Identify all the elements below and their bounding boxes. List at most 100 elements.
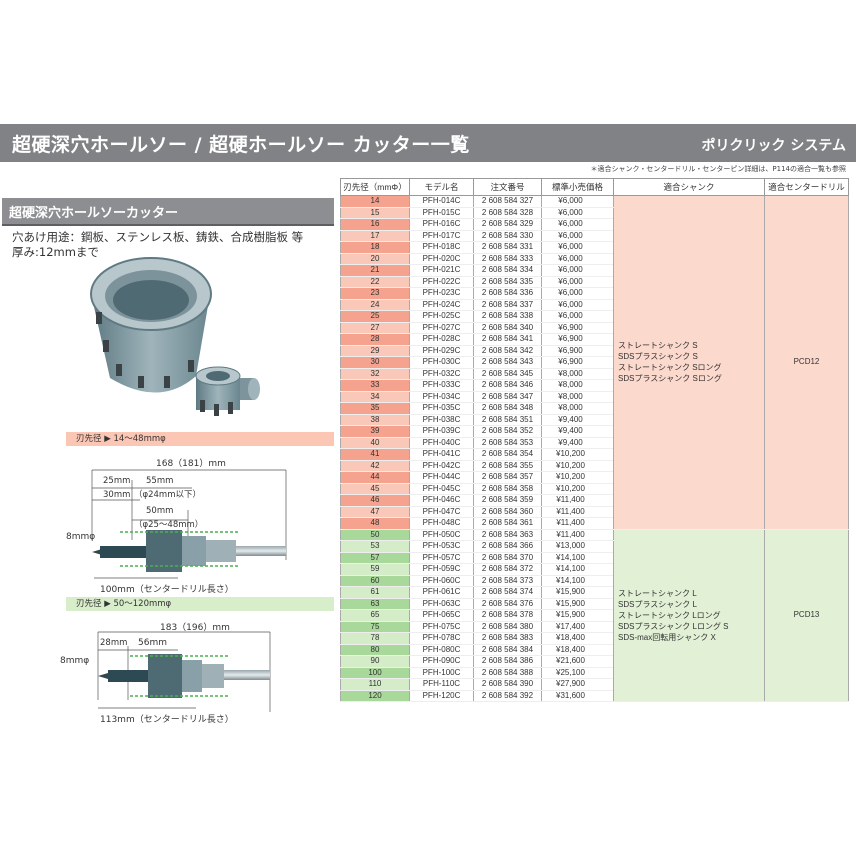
- cell-diameter: 48: [340, 517, 410, 530]
- dim-25mm: 25mm: [103, 476, 131, 486]
- cell-center-drill: PCD13: [764, 529, 849, 702]
- cell-order-number: 2 608 584 328: [473, 207, 542, 219]
- cell-diameter: 25: [340, 310, 410, 323]
- cell-model: PFH-038C: [409, 414, 474, 426]
- cell-model: PFH-053C: [409, 540, 474, 553]
- cell-order-number: 2 608 584 386: [473, 655, 542, 668]
- cell-price: ¥6,900: [541, 333, 614, 346]
- cell-price: ¥6,000: [541, 276, 614, 288]
- thickness-line: 厚み:12mmまで: [12, 245, 99, 259]
- cell-model: PFH-028C: [409, 333, 474, 346]
- cell-order-number: 2 608 584 360: [473, 506, 542, 518]
- cell-order-number: 2 608 584 337: [473, 299, 542, 311]
- cell-diameter: 23: [340, 287, 410, 300]
- cell-order-number: 2 608 584 345: [473, 368, 542, 380]
- cell-price: ¥9,400: [541, 414, 614, 426]
- cell-price: ¥8,000: [541, 368, 614, 380]
- dim-56mm: 56mm: [138, 638, 167, 648]
- cell-price: ¥14,100: [541, 575, 614, 587]
- cell-price: ¥11,400: [541, 517, 614, 530]
- system-name: ポリクリック システム: [701, 138, 846, 154]
- cell-model: PFH-024C: [409, 299, 474, 311]
- shank-item: SDSプラスシャンク Lロング S: [618, 621, 729, 631]
- cell-diameter: 40: [340, 437, 410, 449]
- cell-model: PFH-042C: [409, 460, 474, 472]
- shank-item: ストレートシャンク Lロング: [618, 610, 721, 620]
- cell-model: PFH-014C: [409, 195, 474, 208]
- cell-diameter: 80: [340, 644, 410, 656]
- cell-diameter: 22: [340, 276, 410, 288]
- cell-order-number: 2 608 584 346: [473, 379, 542, 392]
- cell-price: ¥6,000: [541, 253, 614, 265]
- large-cutter-photo: [90, 257, 212, 393]
- cell-order-number: 2 608 584 366: [473, 540, 542, 553]
- cell-model: PFH-033C: [409, 379, 474, 392]
- cell-model: PFH-046C: [409, 494, 474, 507]
- cell-diameter: 35: [340, 402, 410, 415]
- cell-price: ¥15,900: [541, 609, 614, 622]
- cell-price: ¥6,000: [541, 218, 614, 231]
- cell-order-number: 2 608 584 351: [473, 414, 542, 426]
- cell-diameter: 30: [340, 356, 410, 369]
- cell-price: ¥14,100: [541, 563, 614, 576]
- cell-diameter: 63: [340, 598, 410, 610]
- cell-model: PFH-110C: [409, 678, 474, 691]
- banner-underline: [2, 224, 334, 226]
- dim-shaft-1: 8mmφ: [66, 532, 96, 542]
- shank-item: SDS-max回転用シャンク X: [618, 632, 716, 642]
- cell-model: PFH-020C: [409, 253, 474, 265]
- cell-order-number: 2 608 584 348: [473, 402, 542, 415]
- cell-model: PFH-039C: [409, 425, 474, 438]
- dim-drill-length-1: 100mm（センタードリル長さ）: [100, 585, 234, 595]
- cell-price: ¥8,000: [541, 402, 614, 415]
- cell-diameter: 53: [340, 540, 410, 553]
- cell-price: ¥15,900: [541, 586, 614, 599]
- cell-model: PFH-025C: [409, 310, 474, 323]
- cell-price: ¥10,200: [541, 460, 614, 472]
- cell-diameter: 34: [340, 391, 410, 403]
- cell-price: ¥10,200: [541, 448, 614, 461]
- cell-price: ¥15,900: [541, 598, 614, 610]
- cell-diameter: 60: [340, 575, 410, 587]
- cell-diameter: 65: [340, 609, 410, 622]
- dim-55mm-note: （φ24mm以下）: [134, 490, 201, 500]
- cell-order-number: 2 608 584 384: [473, 644, 542, 656]
- cell-order-number: 2 608 584 340: [473, 322, 542, 334]
- cell-diameter: 38: [340, 414, 410, 426]
- cell-diameter: 29: [340, 345, 410, 357]
- drill-2: [98, 654, 270, 698]
- usage-line: 穴あけ用途：鋼板、ステンレス板、鋳鉄、合成樹脂板 等: [12, 230, 304, 244]
- header-shank: 適合シャンク: [613, 178, 765, 196]
- cell-model: PFH-034C: [409, 391, 474, 403]
- cell-model: PFH-045C: [409, 483, 474, 495]
- cell-order-number: 2 608 584 330: [473, 230, 542, 242]
- shank-item: SDSプラスシャンク L: [618, 599, 697, 609]
- cell-order-number: 2 608 584 353: [473, 437, 542, 449]
- cell-model: PFH-044C: [409, 471, 474, 484]
- section-banner: 超硬深穴ホールソーカッター: [2, 198, 334, 226]
- cell-diameter: 59: [340, 563, 410, 576]
- cell-diameter: 33: [340, 379, 410, 392]
- cell-diameter: 15: [340, 207, 410, 219]
- cell-model: PFH-075C: [409, 621, 474, 633]
- cell-model: PFH-048C: [409, 517, 474, 530]
- cell-order-number: 2 608 584 342: [473, 345, 542, 357]
- cell-diameter: 41: [340, 448, 410, 461]
- cell-model: PFH-027C: [409, 322, 474, 334]
